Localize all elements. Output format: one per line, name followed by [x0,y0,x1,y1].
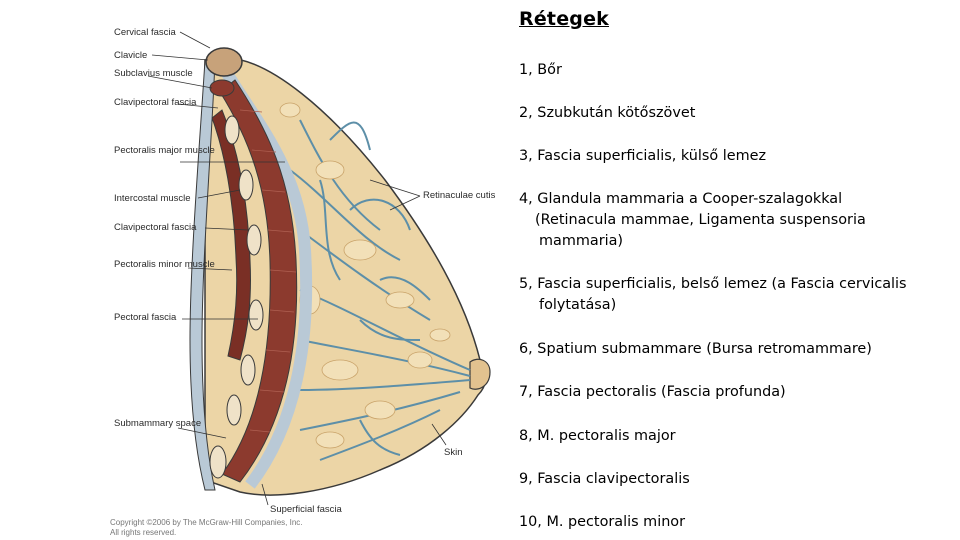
label-intercostal-muscle: Intercostal muscle [114,193,191,204]
list-item: 5, Fascia superficialis, belső lemez (a … [519,274,949,316]
label-clavipectoral-fascia: Clavipectoral fascia [114,222,197,233]
copyright-line-2: All rights reserved. [110,528,176,537]
label-clavipectoral-fascia-top: Clavipectoral fascia [114,97,197,108]
label-skin: Skin [444,447,462,458]
item-text: 9, Fascia clavipectoralis [519,471,690,487]
label-pectoralis-minor-muscle: Pectoralis minor muscle [114,259,215,270]
list-item: 1, Bőr [519,60,949,81]
label-clavicle: Clavicle [114,50,147,61]
item-text: 7, Fascia pectoralis (Fascia profunda) [519,384,786,400]
item-text: 1, Bőr [519,62,562,78]
item-text: 2, Szubkután kötőszövet [519,105,696,121]
item-text: 4, Glandula mammaria a Cooper-szalagokka… [519,191,843,207]
layers-panel: Rétegek 1, Bőr 2, Szubkután kötőszövet 3… [519,8,949,530]
item-text: 5, Fascia superficialis, belső lemez (a … [519,276,907,292]
panel-title: Rétegek [519,8,610,30]
breast-anatomy-figure: Cervical fascia Clavicle Subclavius musc… [110,27,496,537]
nipple [469,358,491,390]
list-item: 9, Fascia clavipectoralis [519,469,949,490]
item-text: 8, M. pectoralis major [519,428,676,444]
list-item: 8, M. pectoralis major [519,426,949,447]
label-superficial-fascia: Superficial fascia [270,504,343,515]
label-pectoral-fascia: Pectoral fascia [114,312,177,323]
item-text-continued: folytatása) [539,297,617,313]
label-subclavius-muscle: Subclavius muscle [114,68,193,79]
label-retinaculae-cutis: Retinaculae cutis [423,190,496,201]
chest-wall [189,59,216,491]
item-text-continued: (Retinacula mammae, Ligamenta suspensori… [535,212,866,228]
list-item: 6, Spatium submammare (Bursa retromammar… [519,339,949,360]
clavicle [205,47,243,77]
list-item: 10, M. pectoralis minor [519,512,949,533]
subclavius-muscle [209,79,235,97]
list-item: 3, Fascia superficialis, külső lemez [519,146,949,167]
list-item: 4, Glandula mammaria a Cooper-szalagokka… [519,189,949,252]
label-cervical-fascia: Cervical fascia [114,27,176,38]
list-item: 7, Fascia pectoralis (Fascia profunda) [519,382,949,403]
muscle-fibers [239,109,297,433]
item-text: 3, Fascia superficialis, külső lemez [519,148,767,164]
list-item: 2, Szubkután kötőszövet [519,103,949,124]
leader-lines [147,31,447,506]
item-text: 10, M. pectoralis minor [519,514,686,530]
label-submammary-space: Submammary space [114,418,201,429]
label-pectoralis-major-muscle: Pectoralis major muscle [114,145,215,156]
item-text-continued: mammaria) [539,233,624,249]
copyright-line-1: Copyright ©2006 by The McGraw-Hill Compa… [110,518,303,527]
ribs [209,115,264,479]
item-text: 6, Spatium submammare (Bursa retromammar… [519,341,872,357]
